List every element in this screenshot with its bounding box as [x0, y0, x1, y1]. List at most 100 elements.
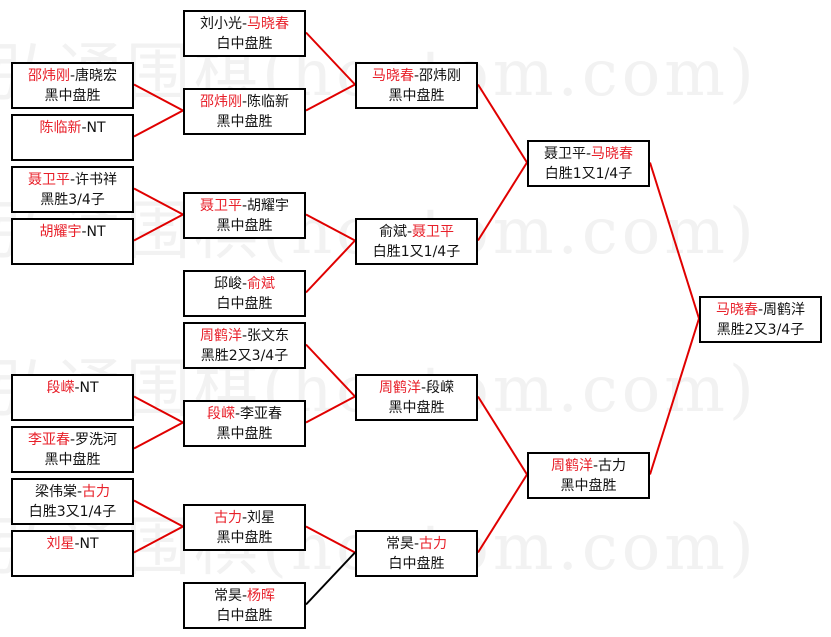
match-box: 胡耀宇-NT: [11, 218, 134, 265]
match-players: 马晓春-周鹤洋: [701, 300, 820, 320]
player-b: 陈临新: [247, 94, 290, 110]
match-box: 俞斌-聂卫平白胜1又1/4子: [355, 218, 478, 265]
player-b: 古力: [598, 458, 627, 474]
separator: -: [241, 588, 248, 604]
match-box: 周鹤洋-段嵘黑中盘胜: [355, 374, 478, 421]
bracket-connector: [305, 551, 356, 606]
bracket-connector: [649, 162, 700, 319]
separator: -: [241, 94, 248, 110]
match-result: 黑中盘胜: [560, 478, 617, 494]
bracket-connector: [133, 109, 184, 138]
player-a: 段嵘: [206, 406, 235, 422]
player-a: 李亚春: [27, 432, 70, 448]
separator: -: [241, 510, 248, 526]
separator: -: [81, 120, 87, 136]
match-result: 黑中盘胜: [388, 400, 445, 416]
bracket-connector: [305, 343, 356, 398]
bracket-connector: [477, 83, 528, 164]
player-b: 俞斌: [247, 276, 276, 292]
bracket-connector: [305, 525, 356, 554]
match-result: 黑胜2又3/4子: [716, 322, 805, 338]
bracket-connector: [305, 31, 356, 86]
player-b: 胡耀宇: [247, 198, 290, 214]
bracket-connector: [649, 318, 700, 475]
match-result: 黑中盘胜: [44, 88, 101, 104]
match-result: 白中盘胜: [216, 296, 273, 312]
match-players: 陈临新-NT: [13, 118, 132, 138]
player-a: 聂卫平: [543, 146, 586, 162]
separator: -: [69, 68, 76, 84]
player-a: 周鹤洋: [378, 380, 421, 396]
player-b: 马晓春: [247, 16, 290, 32]
match-players: 邵炜刚-唐晓宏: [13, 66, 132, 86]
match-box: 周鹤洋-张文东黑胜2又3/4子: [183, 322, 306, 369]
player-b: 张文东: [247, 328, 290, 344]
match-box: 李亚春-罗洗河黑中盘胜: [11, 426, 134, 473]
match-box: 马晓春-周鹤洋黑胜2又3/4子: [699, 296, 822, 343]
separator: -: [241, 16, 248, 32]
match-result: 黑中盘胜: [216, 426, 273, 442]
match-result: 黑胜2又3/4子: [200, 348, 289, 364]
player-a: 梁伟棠: [34, 484, 77, 500]
separator: -: [592, 458, 599, 474]
match-players: 李亚春-罗洗河: [13, 430, 132, 450]
player-b: 邵炜刚: [419, 68, 462, 84]
separator: -: [81, 224, 87, 240]
player-b: NT: [86, 224, 106, 240]
match-box: 周鹤洋-古力黑中盘胜: [527, 452, 650, 499]
separator: -: [420, 380, 427, 396]
match-players: 聂卫平-胡耀宇: [185, 196, 304, 216]
match-players: 刘小光-马晓春: [185, 14, 304, 34]
match-players: 常昊-杨晖: [185, 586, 304, 606]
player-a: 聂卫平: [27, 172, 70, 188]
match-result: [13, 398, 132, 418]
match-box: 陈临新-NT: [11, 114, 134, 161]
match-players: 马晓春-邵炜刚: [357, 66, 476, 86]
separator: -: [241, 328, 248, 344]
match-result: 黑中盘胜: [216, 114, 273, 130]
match-box: 常昊-杨晖白中盘胜: [183, 582, 306, 629]
match-result: [13, 138, 132, 158]
player-a: 周鹤洋: [550, 458, 593, 474]
match-box: 聂卫平-胡耀宇黑中盘胜: [183, 192, 306, 239]
match-players: 俞斌-聂卫平: [357, 222, 476, 242]
player-b: NT: [79, 536, 99, 552]
match-result: [13, 242, 132, 262]
match-players: 古力-刘星: [185, 508, 304, 528]
player-a: 聂卫平: [199, 198, 242, 214]
separator: -: [69, 432, 76, 448]
separator: -: [585, 146, 592, 162]
player-b: 刘星: [247, 510, 276, 526]
match-result: 白胜1又1/4子: [544, 166, 633, 182]
match-box: 梁伟棠-古力白胜3又1/4子: [11, 478, 134, 525]
bracket-connector: [133, 395, 184, 424]
bracket-connector: [305, 213, 356, 242]
player-b: 周鹤洋: [763, 302, 806, 318]
player-a: 刘星: [46, 536, 75, 552]
match-result: 黑胜3/4子: [40, 192, 105, 208]
match-result: [13, 554, 132, 574]
separator: -: [241, 198, 248, 214]
match-result: 白中盘胜: [388, 556, 445, 572]
match-box: 聂卫平-许书祥黑胜3/4子: [11, 166, 134, 213]
player-b: 杨晖: [247, 588, 276, 604]
player-b: 段嵘: [426, 380, 455, 396]
match-result: 白胜1又1/4子: [372, 244, 461, 260]
player-a: 邵炜刚: [199, 94, 242, 110]
player-a: 马晓春: [715, 302, 758, 318]
player-b: 唐晓宏: [75, 68, 118, 84]
match-players: 周鹤洋-段嵘: [357, 378, 476, 398]
bracket-connector: [477, 395, 528, 476]
player-a: 常昊: [213, 588, 242, 604]
player-a: 马晓春: [371, 68, 414, 84]
match-players: 段嵘-NT: [13, 378, 132, 398]
match-box: 段嵘-NT: [11, 374, 134, 421]
player-a: 古力: [213, 510, 242, 526]
separator: -: [757, 302, 764, 318]
player-a: 周鹤洋: [199, 328, 242, 344]
player-a: 邱峻: [213, 276, 242, 292]
bracket-connector: [477, 161, 528, 242]
match-result: 白胜3又1/4子: [28, 504, 117, 520]
match-box: 聂卫平-马晓春白胜1又1/4子: [527, 140, 650, 187]
